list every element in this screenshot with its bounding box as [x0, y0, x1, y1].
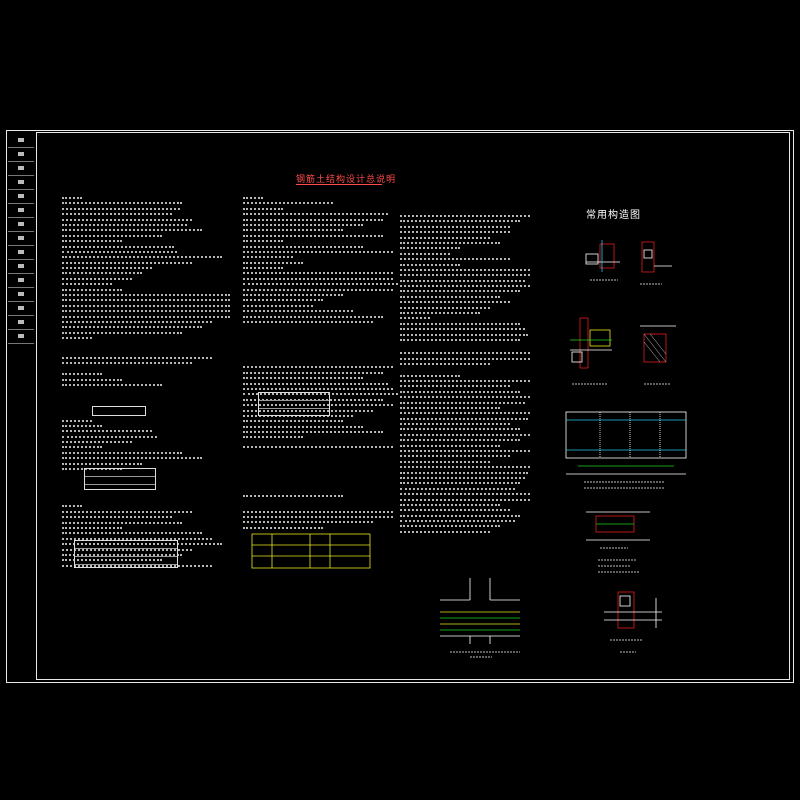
- detail-column-section: [640, 325, 676, 385]
- page-title: 钢筋土结构设计总说明: [296, 175, 397, 185]
- details-title: 常用构造图: [586, 210, 641, 221]
- spec-table-1: [92, 406, 146, 416]
- detail-lintel: [586, 511, 650, 573]
- drawing-inner-frame: [36, 132, 790, 680]
- detail-opening-reinforcement: [585, 240, 620, 281]
- yellow-table: [251, 533, 371, 569]
- detail-column-beam: [570, 317, 612, 385]
- detail-slab-reinforcement: [565, 411, 687, 489]
- notes-column-2: [243, 196, 398, 531]
- notes-column-3: [400, 214, 530, 535]
- notes-column-1: [62, 196, 230, 569]
- spec-table-3: [74, 540, 178, 568]
- joint-detail: [440, 578, 520, 658]
- spec-table-2: [84, 468, 156, 490]
- drawing-border: [6, 130, 794, 683]
- spec-table-4: [258, 392, 330, 416]
- title-underline: [296, 184, 382, 185]
- revision-strip: [8, 134, 34, 344]
- detail-wall-corner: [640, 241, 672, 285]
- detail-parapet: [604, 591, 662, 653]
